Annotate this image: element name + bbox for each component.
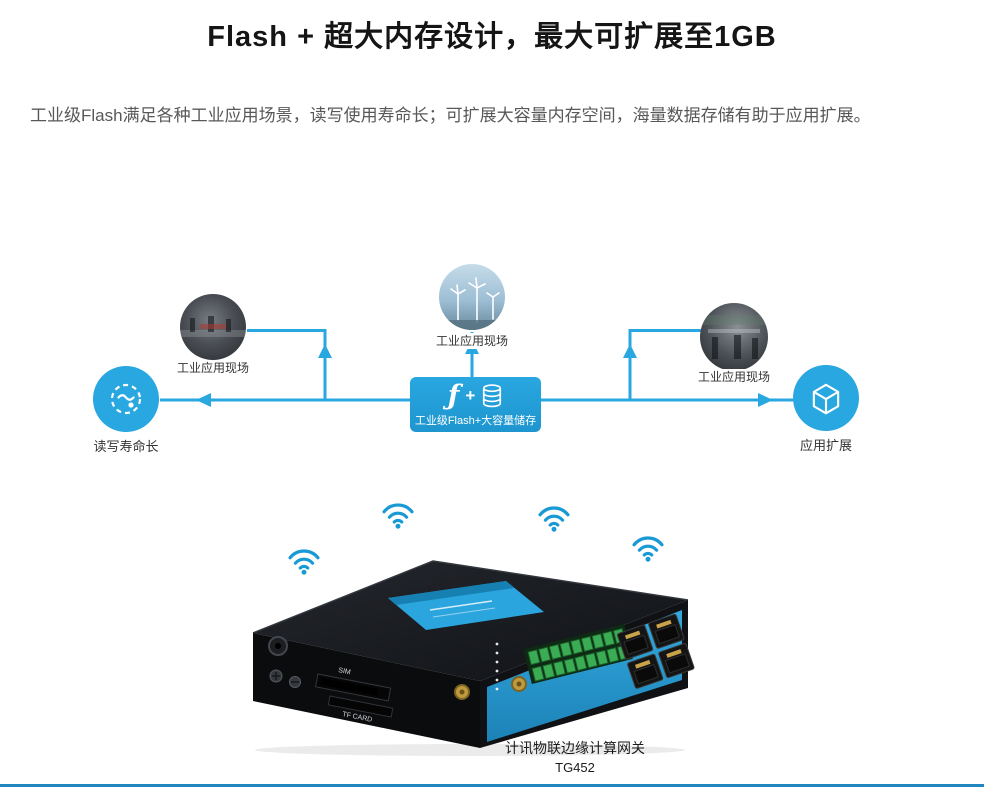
node-read-write-life	[93, 366, 159, 432]
photo-content-wind-turbines	[439, 277, 505, 330]
photo-industrial-site-3	[700, 303, 768, 371]
sim-slot	[314, 673, 392, 702]
sim-slot-label: SIM	[338, 667, 352, 676]
antenna-connectors	[454, 676, 527, 700]
screw-icon	[269, 669, 301, 688]
photo-label: 工业应用现场	[160, 360, 266, 377]
photo-content-factory	[700, 315, 768, 359]
wifi-signal-icon	[379, 500, 417, 530]
wifi-signal-icon	[285, 546, 323, 576]
plus-icon: +	[465, 386, 476, 405]
photo-label: 工业应用现场	[681, 369, 787, 386]
device-model: TG452	[555, 760, 595, 775]
page-description: 工业级Flash满足各种工业应用场景，读写使用寿命长；可扩展大容量内存空间，海量…	[30, 106, 871, 125]
ethernet-ports	[617, 613, 695, 689]
cube-icon	[812, 383, 840, 415]
node-label-flash-storage: 工业级Flash+大容量储存	[414, 414, 537, 427]
wifi-signal-icon	[629, 533, 667, 563]
tf-card-slot	[327, 695, 394, 718]
refresh-cycle-icon	[110, 383, 142, 415]
wifi-signal-icon	[535, 503, 573, 533]
flash-storage-icons: ƒ +	[448, 381, 504, 411]
node-app-expansion	[793, 365, 859, 431]
node-label-app-expansion: 应用扩展	[799, 438, 852, 453]
photo-industrial-site-1	[180, 294, 246, 360]
flash-icon: ƒ	[447, 380, 460, 411]
gateway-device-illustration: SIM TF CARD	[252, 560, 695, 756]
database-icon	[483, 383, 502, 407]
photo-content-machinery	[180, 316, 246, 337]
node-label-read-write: 读写寿命长	[93, 439, 159, 454]
section-divider	[0, 784, 984, 787]
terminal-block	[523, 623, 633, 685]
device-caption: 计讯物联边缘计算网关 TG452	[455, 738, 695, 775]
page-title: Flash + 超大内存设计，最大可扩展至1GB	[207, 21, 777, 53]
node-flash-storage: ƒ + 工业级Flash+大容量储存	[410, 377, 541, 432]
device-name: 计讯物联边缘计算网关	[505, 740, 645, 756]
photo-label: 工业应用现场	[419, 333, 525, 350]
photo-industrial-site-2	[439, 264, 505, 330]
